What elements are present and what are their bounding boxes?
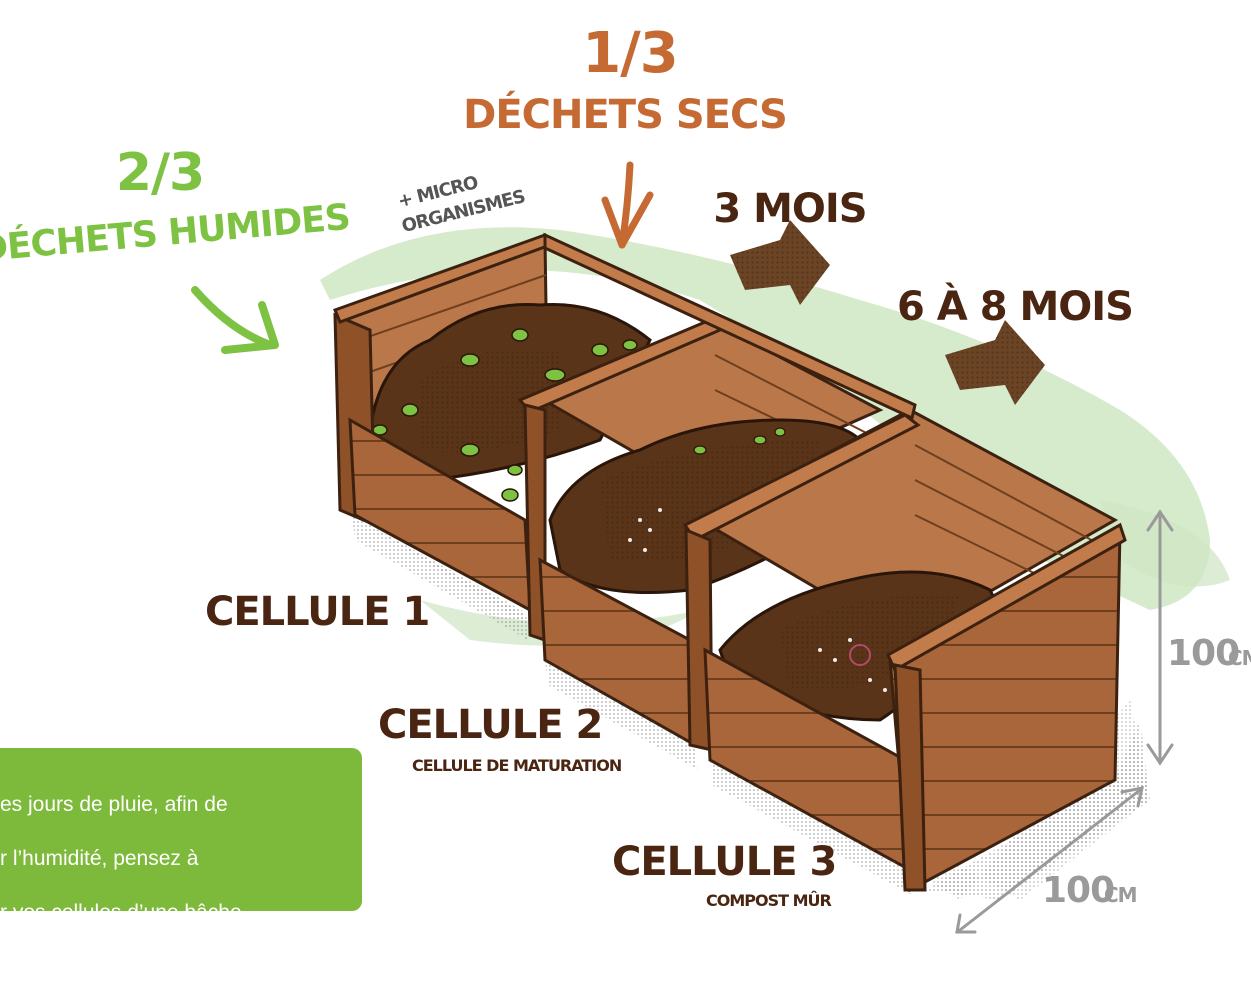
green-arrow-icon bbox=[195, 290, 275, 350]
tip-line: r l’humidité, pensez à bbox=[0, 845, 360, 872]
orange-arrow-icon bbox=[605, 165, 650, 245]
dry-fraction-label: 1/3 bbox=[582, 21, 677, 86]
wet-waste-label: DÉCHETS HUMIDES bbox=[0, 196, 351, 270]
cell-3-label: CELLULE 3 bbox=[612, 839, 836, 885]
duration-6-8-months-label: 6 À 8 MOIS bbox=[897, 282, 1133, 330]
width-unit-label: CM bbox=[1104, 883, 1137, 907]
tip-line: carton épais. bbox=[0, 953, 360, 980]
cell-2-label: CELLULE 2 bbox=[378, 702, 602, 748]
cell-2-sublabel: CELLULE DE MATURATION bbox=[412, 756, 621, 775]
duration-3-months-label: 3 MOIS bbox=[713, 186, 866, 232]
wet-fraction-label: 2/3 bbox=[116, 143, 204, 203]
cell-1-label: CELLULE 1 bbox=[205, 589, 429, 635]
rain-tip-text: es jours de pluie, afin de r l’humidité,… bbox=[0, 764, 360, 1007]
cell-3-sublabel: COMPOST MÛR bbox=[706, 891, 832, 910]
rain-tip-box: es jours de pluie, afin de r l’humidité,… bbox=[0, 748, 362, 911]
dry-waste-label: DÉCHETS SECS bbox=[463, 90, 787, 138]
height-unit-label: CM bbox=[1228, 646, 1251, 670]
tip-line: r vos cellules d’une bâche bbox=[0, 899, 360, 926]
tip-line: es jours de pluie, afin de bbox=[0, 791, 360, 818]
